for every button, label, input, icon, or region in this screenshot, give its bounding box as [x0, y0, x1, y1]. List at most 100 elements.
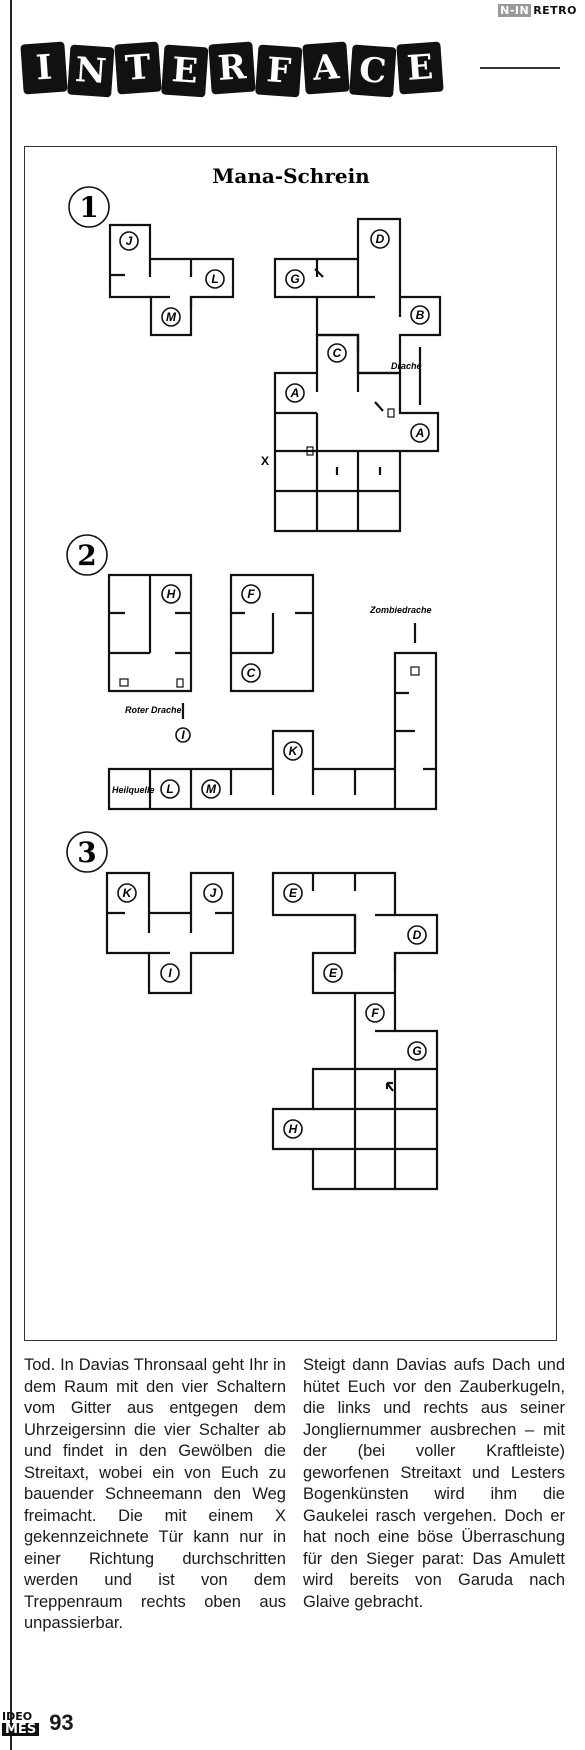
svg-text:K: K	[289, 744, 299, 758]
svg-text:M: M	[206, 782, 217, 796]
svg-text:A: A	[415, 426, 425, 440]
floor-number: 3	[77, 836, 96, 869]
brand-prefix: N-IN	[498, 4, 532, 17]
header-letter: C	[349, 44, 397, 98]
section-header: I N T E R F A C E	[20, 38, 445, 98]
map-wall-detail	[109, 575, 191, 655]
room-marker-A: A	[410, 423, 430, 443]
floor-number-badge	[66, 831, 108, 873]
brand-name: RETRO	[533, 4, 577, 17]
header-letter: E	[161, 44, 209, 98]
svg-text:I: I	[168, 966, 172, 980]
map-wall-detail	[275, 373, 400, 531]
svg-text:F: F	[371, 1006, 379, 1020]
ladder-icon	[306, 446, 314, 456]
map-wall-detail	[148, 691, 436, 809]
room-marker-F: F	[365, 1003, 385, 1023]
header-letter: R	[208, 41, 256, 95]
label-red-dragon: Roter Drache	[125, 705, 182, 715]
svg-text:E: E	[289, 886, 298, 900]
left-margin-rule	[10, 0, 12, 1750]
page-number: 93	[49, 1710, 74, 1735]
room-marker-G: G	[407, 1041, 427, 1061]
room-marker-I: I	[175, 727, 191, 743]
svg-text:E: E	[329, 966, 338, 980]
svg-text:D: D	[376, 232, 385, 246]
svg-text:B: B	[416, 308, 425, 322]
ladder-icon	[387, 408, 395, 418]
arrow-icon	[385, 1081, 394, 1092]
room-marker-C: C	[241, 663, 261, 683]
magazine-logo: IDEO MES	[2, 1709, 40, 1736]
room-marker-K: K	[283, 741, 303, 761]
floor-3: 3 K J I E D E F G H	[66, 831, 439, 1191]
map-wall-detail	[110, 259, 193, 309]
map-wall-detail	[231, 611, 313, 655]
room-marker-L: L	[205, 269, 225, 289]
svg-text:G: G	[412, 1044, 421, 1058]
floor-1: 1 J L M D G B C A A Drache X	[68, 186, 442, 533]
svg-text:F: F	[247, 587, 255, 601]
ladder-icon	[410, 666, 420, 676]
map-wall-detail	[315, 259, 402, 353]
svg-text:K: K	[123, 886, 133, 900]
room-marker-C: C	[327, 343, 347, 363]
floor-number-badge	[68, 186, 110, 228]
room-marker-F: F	[241, 584, 261, 604]
svg-text:D: D	[413, 928, 422, 942]
label-dragon: Drache	[391, 361, 422, 371]
header-letter: A	[302, 41, 350, 95]
svg-text:I: I	[181, 728, 185, 742]
logo-bottom: MES	[2, 1722, 40, 1736]
room-marker-I: I	[160, 963, 180, 983]
page-footer: IDEO MES 93	[0, 1708, 74, 1738]
room-marker-J: J	[203, 883, 223, 903]
header-letter: F	[255, 44, 303, 98]
dungeon-map: .w { fill: none; stroke: #111; stroke-wi…	[24, 146, 557, 1341]
room-marker-D: D	[407, 925, 427, 945]
article-text-right: Steigt dann Davias aufs Dach und hütet E…	[303, 1356, 565, 1611]
header-letter: N	[67, 44, 115, 98]
header-letter: I	[20, 41, 68, 95]
sword-icon	[314, 268, 324, 278]
map-wall-detail	[311, 873, 437, 1189]
room-marker-E: E	[323, 963, 343, 983]
svg-text:J: J	[126, 234, 133, 248]
header-letter: T	[114, 41, 162, 95]
ladder-icon	[119, 678, 129, 687]
map-title: Mana-Schrein	[212, 164, 370, 188]
label-zombie-dragon: Zombiedrache	[369, 605, 432, 615]
logo-top: IDEO	[2, 1709, 33, 1723]
map-room-outline	[273, 217, 442, 375]
map-room-outline	[271, 871, 439, 1191]
room-marker-G: G	[285, 269, 305, 289]
room-marker-L: L	[160, 779, 180, 799]
svg-text:M: M	[166, 310, 177, 324]
svg-text:H: H	[289, 1122, 298, 1136]
svg-text:H: H	[167, 587, 176, 601]
svg-text:G: G	[290, 272, 299, 286]
label-hot-spring: Heilquelle	[112, 785, 155, 795]
room-marker-M: M	[161, 307, 181, 327]
room-marker-K: K	[117, 883, 137, 903]
room-marker-B: B	[410, 305, 430, 325]
svg-text:J: J	[210, 886, 217, 900]
room-marker-A: A	[285, 383, 305, 403]
map-wall-detail	[107, 911, 233, 955]
dungeon-map-drawing: .w { fill: none; stroke: #111; stroke-wi…	[66, 164, 442, 1191]
header-rule	[480, 67, 560, 69]
sword-icon	[374, 401, 384, 412]
room-marker-H: H	[283, 1119, 303, 1139]
svg-text:L: L	[166, 782, 173, 796]
floor-number: 1	[79, 191, 98, 224]
room-marker-J: J	[119, 231, 139, 251]
room-marker-H: H	[161, 584, 181, 604]
floor-2: 2 H F C Zombiedrache Roter Drache I K L …	[66, 534, 438, 811]
room-marker-E: E	[283, 883, 303, 903]
floor-number-badge	[66, 534, 108, 576]
ladder-icon	[176, 678, 184, 688]
article-text-left: Tod. In Davias Thronsaal geht Ihr in dem…	[24, 1356, 286, 1632]
one-way-door-mark: X	[261, 454, 269, 468]
svg-text:A: A	[290, 386, 300, 400]
